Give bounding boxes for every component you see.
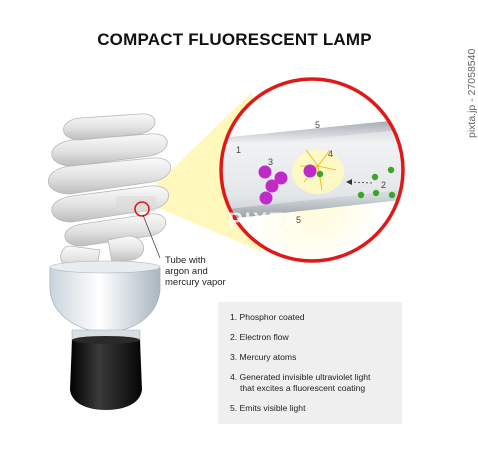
lamp-cap xyxy=(70,336,142,410)
label-1: 1 xyxy=(236,145,241,155)
label-5-bottom: 5 xyxy=(296,215,301,225)
callout-leader xyxy=(142,214,161,259)
legend-item-5: 5. Emits visible light xyxy=(230,403,306,413)
legend-item-4: 4. Generated invisible ultraviolet light xyxy=(230,372,371,382)
label-2: 2 xyxy=(381,180,386,190)
label-4: 4 xyxy=(328,149,333,159)
legend-box: 1. Phosphor coated 2. Electron flow 3. M… xyxy=(218,302,402,424)
legend-item-2: 2. Electron flow xyxy=(230,332,289,342)
legend-item-3: 3. Mercury atoms xyxy=(230,352,297,362)
side-id-text: pixta.jp - 27058540 xyxy=(466,48,478,138)
mercury-atoms xyxy=(258,164,317,205)
legend-item-1: 1. Phosphor coated xyxy=(230,312,305,322)
label-5-top: 5 xyxy=(315,120,320,130)
callout-line: Tube with xyxy=(165,255,206,266)
diagram-title: COMPACT FLUORESCENT LAMP xyxy=(97,30,372,49)
zoom-marker xyxy=(134,201,150,217)
watermark: PIXTA xyxy=(228,208,302,233)
legend-item-4-cont: that excites a fluorescent coating xyxy=(240,383,366,393)
tube-callout: Tube with argon and mercury vapor xyxy=(165,255,226,288)
spiral-tube xyxy=(47,113,172,273)
magnified-view xyxy=(219,77,405,263)
callout-line: argon and xyxy=(165,266,208,277)
electrons xyxy=(316,166,396,199)
label-3: 3 xyxy=(268,157,273,167)
callout-line: mercury vapor xyxy=(165,277,226,288)
side-id: pixta.jp - 27058540 xyxy=(454,10,478,140)
